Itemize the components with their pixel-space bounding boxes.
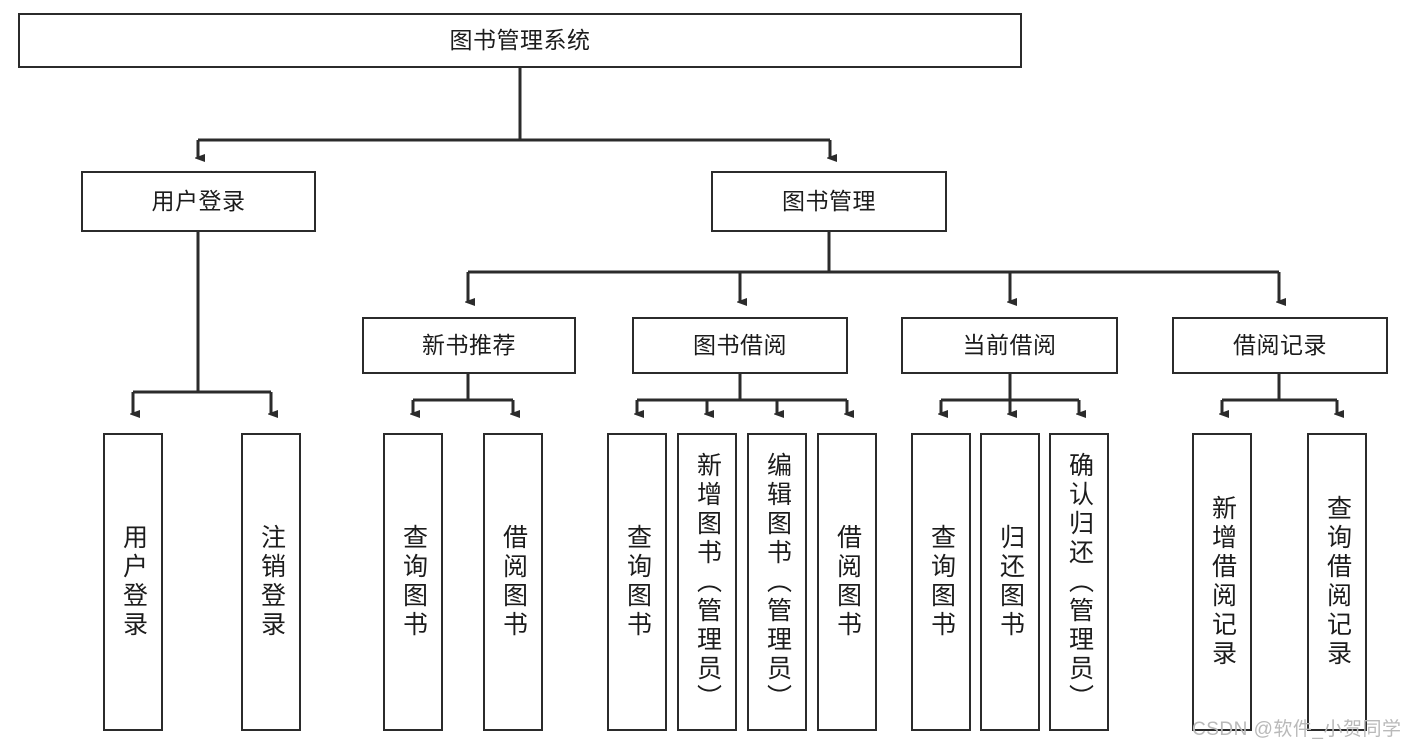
- node-new-book-recommend-label: 新书推荐: [422, 331, 516, 358]
- node-borrow-record-label: 借阅记录: [1233, 331, 1327, 358]
- node-leaf-user-login-label: 用户登录: [119, 524, 148, 640]
- node-leaf-borrow-book-2-label: 借阅图书: [833, 524, 862, 640]
- node-leaf-edit-book-label: 编辑图书（管理员）: [763, 451, 792, 713]
- node-new-book-recommend[interactable]: 新书推荐: [362, 317, 576, 374]
- node-leaf-return-book-label: 归还图书: [996, 524, 1025, 640]
- node-leaf-query-book-3[interactable]: 查询图书: [911, 433, 971, 731]
- node-leaf-borrow-book-1-label: 借阅图书: [499, 524, 528, 640]
- node-root[interactable]: 图书管理系统: [18, 13, 1022, 68]
- node-leaf-logout[interactable]: 注销登录: [241, 433, 301, 731]
- node-leaf-logout-label: 注销登录: [257, 524, 286, 640]
- node-leaf-edit-book[interactable]: 编辑图书（管理员）: [747, 433, 807, 731]
- node-leaf-confirm-return-label: 确认归还（管理员）: [1065, 451, 1094, 713]
- node-leaf-query-record-label: 查询借阅记录: [1323, 495, 1352, 669]
- node-leaf-add-book[interactable]: 新增图书（管理员）: [677, 433, 737, 731]
- node-book-manage[interactable]: 图书管理: [711, 171, 947, 232]
- node-current-borrow[interactable]: 当前借阅: [901, 317, 1118, 374]
- node-leaf-borrow-book-1[interactable]: 借阅图书: [483, 433, 543, 731]
- node-leaf-query-record[interactable]: 查询借阅记录: [1307, 433, 1367, 731]
- node-leaf-query-book-1[interactable]: 查询图书: [383, 433, 443, 731]
- node-borrow-record[interactable]: 借阅记录: [1172, 317, 1388, 374]
- csdn-watermark: CSDN @软件_小贺同学: [1192, 719, 1402, 740]
- node-user-login-label: 用户登录: [151, 187, 246, 214]
- node-leaf-add-record-label: 新增借阅记录: [1208, 495, 1237, 669]
- node-leaf-query-book-2[interactable]: 查询图书: [607, 433, 667, 731]
- node-current-borrow-label: 当前借阅: [962, 331, 1057, 358]
- node-leaf-query-book-1-label: 查询图书: [399, 524, 428, 640]
- node-root-label: 图书管理系统: [449, 26, 591, 53]
- node-leaf-query-book-2-label: 查询图书: [623, 524, 652, 640]
- node-leaf-confirm-return[interactable]: 确认归还（管理员）: [1049, 433, 1109, 731]
- node-book-manage-label: 图书管理: [782, 187, 876, 214]
- node-leaf-return-book[interactable]: 归还图书: [980, 433, 1040, 731]
- node-leaf-add-record[interactable]: 新增借阅记录: [1192, 433, 1252, 731]
- node-leaf-borrow-book-2[interactable]: 借阅图书: [817, 433, 877, 731]
- node-book-borrow-label: 图书借阅: [693, 331, 787, 358]
- node-leaf-query-book-3-label: 查询图书: [927, 524, 956, 640]
- node-book-borrow[interactable]: 图书借阅: [632, 317, 848, 374]
- node-leaf-add-book-label: 新增图书（管理员）: [693, 451, 722, 713]
- node-leaf-user-login[interactable]: 用户登录: [103, 433, 163, 731]
- node-user-login[interactable]: 用户登录: [81, 171, 316, 232]
